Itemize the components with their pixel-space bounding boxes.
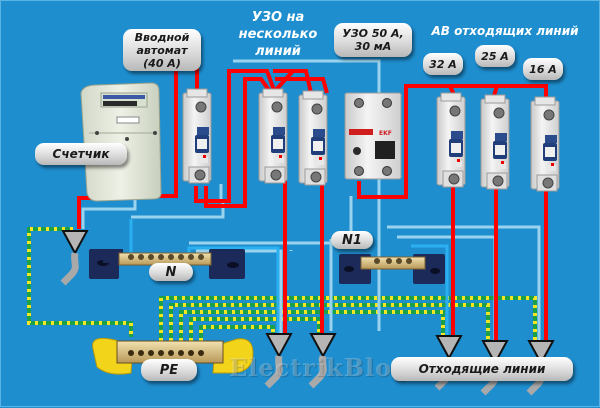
rcd-50a-label-line-2: 30 мА (354, 40, 392, 53)
earth-bus-label: PE (141, 359, 197, 381)
neutral-wires-alt (129, 219, 449, 336)
rcd-50a-device: EKF (344, 92, 402, 180)
input-cable-icon (63, 231, 87, 283)
rcd-brand-logo: EKF (379, 130, 392, 137)
breaker-rcd-line-1 (258, 88, 288, 184)
input-breaker-label-line-1: Вводной (134, 30, 190, 44)
input-breaker-label-line-2: автомат (136, 43, 188, 57)
rcd-multi-caption-line-3: линий (255, 44, 301, 59)
neutral-bus-label: N (149, 263, 193, 281)
rcd-50a-label-line-1: УЗО 50 А, (342, 27, 404, 40)
outgoing-lines-label: Отходящие линии (391, 357, 573, 381)
breaker-25a (480, 94, 510, 190)
input-breaker-40a (182, 88, 212, 184)
breaker-25a-label: 25 А (475, 45, 515, 67)
breaker-16a (530, 96, 560, 192)
outgoing-breakers-caption: АВ отходящих линий (431, 24, 579, 38)
neutral-bus-bar (89, 249, 245, 279)
breaker-16a-label: 16 А (523, 58, 563, 80)
input-breaker-label: Вводной автомат (40 А) (123, 29, 201, 71)
input-breaker-label-line-3: (40 А) (143, 56, 181, 70)
rcd-multi-caption: УЗО на несколько линий (233, 9, 323, 60)
meter-label: Счетчик (35, 143, 127, 165)
rcd-50a-label: УЗО 50 А, 30 мА (334, 23, 412, 57)
rcd-multi-caption-line-2: несколько (238, 27, 318, 42)
neutral-bus-n1-label: N1 (331, 231, 373, 249)
rcd-multi-caption-line-1: УЗО на (251, 10, 305, 25)
electricity-meter (80, 82, 162, 202)
breaker-32a-label: 32 А (423, 53, 463, 75)
neutral-bus-bar-n1 (339, 254, 445, 284)
breaker-rcd-line-2 (298, 90, 328, 186)
breaker-32a (436, 92, 466, 188)
